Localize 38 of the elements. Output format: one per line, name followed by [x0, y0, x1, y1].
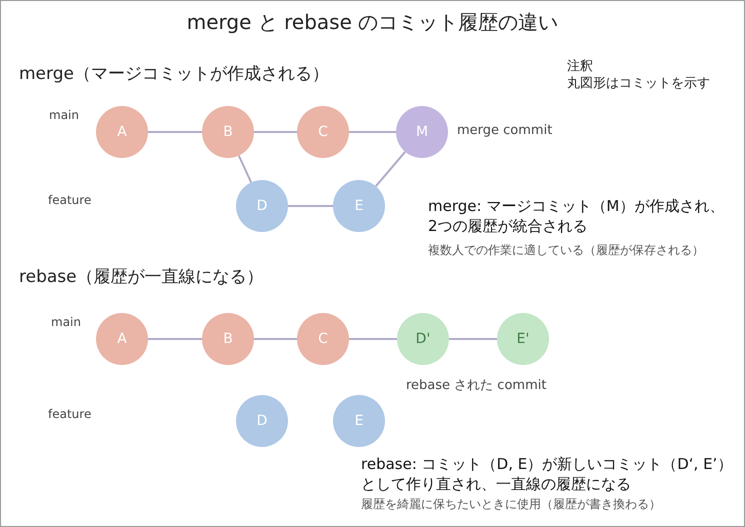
text-label: 履歴を綺麗に保ちたいときに使用（履歴が書き換わる）: [361, 496, 661, 512]
text-label: feature: [48, 192, 92, 208]
connector-line: [349, 338, 397, 340]
text-label: rebase された commit: [406, 377, 546, 395]
node-caption: merge commit: [457, 123, 552, 138]
commit-circle: M: [396, 106, 448, 158]
text-label: rebase（履歴が一直線になる）: [19, 266, 264, 289]
text-label: 注釈: [567, 58, 593, 76]
connector-line: [238, 155, 252, 183]
connector-line: [449, 338, 497, 340]
text-label: main: [49, 107, 79, 124]
text-label: 丸図形はコミットを示す: [567, 75, 710, 93]
diagram-title: merge と rebase のコミット履歴の違い: [186, 9, 560, 36]
commit-circle: C: [297, 106, 349, 158]
text-label: main: [51, 314, 81, 330]
text-label: merge: マージコミット（M）が作成され、2つの履歴が統合される: [428, 196, 726, 236]
text-label: merge（マージコミットが作成される）: [19, 63, 329, 86]
text-label: rebase: コミット（D, E）が新しいコミット（D‘, E’）として作り直され、一直線の履歴になる: [361, 454, 734, 494]
connector-line: [288, 205, 333, 207]
commit-circle: A: [96, 106, 148, 158]
text-label: feature: [48, 406, 92, 422]
commit-circle: D: [236, 180, 288, 232]
commit-circle: A: [96, 313, 148, 365]
connector-line: [148, 131, 202, 133]
connector-line: [375, 151, 406, 187]
text-label: 複数人での作業に適している（履歴が保存される）: [428, 242, 704, 258]
connector-line: [254, 338, 297, 340]
commit-circle: B: [202, 106, 254, 158]
commit-circle: D: [236, 395, 288, 447]
connector-line: [148, 338, 202, 340]
commit-circle: C: [297, 313, 349, 365]
commit-circle: E': [497, 313, 549, 365]
commit-circle: D': [397, 313, 449, 365]
connector-line: [254, 131, 297, 133]
connector-line: [349, 131, 396, 133]
commit-circle: E: [333, 180, 385, 232]
commit-circle: B: [202, 313, 254, 365]
commit-circle: E: [333, 395, 385, 447]
